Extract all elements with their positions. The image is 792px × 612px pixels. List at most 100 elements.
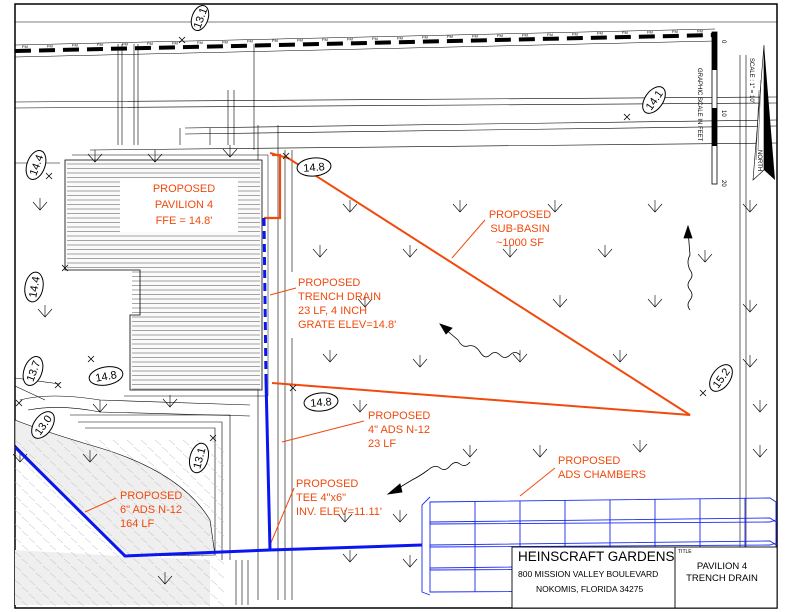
- tee-label-3: INV. ELEV=11.11': [296, 506, 382, 518]
- force-main-tag: FM: [22, 44, 28, 49]
- force-main-tag: FM: [347, 36, 353, 41]
- ads6-label-1: PROPOSED: [120, 490, 182, 502]
- force-main-tag: FM: [472, 34, 478, 39]
- drainage-arrow: [392, 510, 408, 523]
- ads6-label-3: 164 LF: [120, 518, 155, 530]
- force-main-tag: FM: [697, 28, 703, 33]
- force-main-tag: FM: [397, 35, 403, 40]
- graphic-scale-label: GRAPHIC SCALE IN FEET: [696, 68, 702, 142]
- ads4-label-3: 23 LF: [368, 438, 396, 450]
- force-main-tag: FM: [47, 43, 53, 48]
- drainage-arrow: [532, 445, 548, 458]
- sheet-title-2: TRENCH DRAIN: [686, 573, 758, 584]
- force-main-line: [14, 28, 716, 58]
- drainage-arrow: [337, 510, 353, 523]
- chambers-label-2: ADS CHAMBERS: [558, 469, 646, 481]
- elev-14-8-mid: 14.8: [310, 396, 332, 410]
- pipe-4in: [264, 379, 272, 551]
- ads4-label-2: 4" ADS N-12: [368, 424, 430, 436]
- site-linework: [14, 44, 778, 605]
- title-tag: TITLE: [678, 549, 692, 555]
- scale-tick-0: 0: [720, 40, 726, 44]
- drainage-arrow: [512, 350, 528, 363]
- drainage-arrow: [647, 295, 663, 308]
- trench-label-3: 23 LF, 4 INCH: [298, 305, 367, 317]
- project-address-2: NOKOMIS, FLORIDA 34275: [536, 584, 644, 594]
- drainage-arrow: [547, 200, 563, 213]
- title-block: HEINSCRAFT GARDENS 800 MISSION VALLEY BO…: [511, 546, 778, 609]
- force-main-tag: FM: [522, 32, 528, 37]
- drainage-arrow: [402, 555, 418, 568]
- flow-arrows: [386, 224, 693, 495]
- drainage-arrow: [752, 445, 768, 458]
- drainage-arrow: [37, 305, 53, 318]
- trench-label-1: PROPOSED: [298, 277, 360, 289]
- paver-area: [14, 419, 225, 607]
- sub-basin-label-2: SUB-BASIN: [490, 223, 549, 235]
- force-main-tag: FM: [247, 39, 253, 44]
- force-main-tag: FM: [597, 31, 603, 36]
- force-main-tag: FM: [622, 30, 628, 35]
- drainage-arrow: [502, 245, 518, 258]
- spot-marks: [15, 36, 707, 442]
- drainage-arrow: [402, 245, 418, 258]
- project-address-1: 800 MISSION VALLEY BOULEVARD: [518, 569, 658, 579]
- drainage-arrow: [632, 440, 648, 453]
- scale-tick-20: 20: [720, 180, 726, 187]
- tee-label-2: TEE 4"x6": [296, 492, 346, 504]
- force-main-tag: FM: [572, 31, 578, 36]
- force-main-tag: FM: [547, 32, 553, 37]
- drainage-arrow: [92, 400, 108, 413]
- drainage-arrow: [552, 295, 568, 308]
- elev-14-8-left: 14.8: [95, 369, 118, 385]
- tee-label-1: PROPOSED: [296, 478, 358, 490]
- force-main-tag: FM: [672, 29, 678, 34]
- force-main-tag: FM: [172, 40, 178, 45]
- drainage-arrow: [742, 355, 758, 368]
- trench-label-4: GRATE ELEV=14.8': [298, 319, 396, 331]
- drainage-arrow: [597, 245, 613, 258]
- ads4-label-1: PROPOSED: [368, 410, 430, 422]
- north-arrow: NORTH: [752, 44, 775, 181]
- force-main-tag: FM: [422, 35, 428, 40]
- spot-elevation-labels: 13.1 14.1 14.8 14.4 14.4 13.7 14.8 14.8 …: [22, 4, 733, 474]
- elev-14-8-corner: 14.8: [303, 161, 325, 175]
- drainage-arrow: [412, 355, 428, 368]
- drainage-arrow: [82, 450, 98, 463]
- force-main-tag: FM: [147, 41, 153, 46]
- trench-drain-orange-stub: [264, 153, 282, 220]
- force-main-tag: FM: [497, 33, 503, 38]
- drainage-arrow: [312, 245, 328, 258]
- force-main-tag: FM: [72, 43, 78, 48]
- sub-basin-label-3: ~1000 SF: [496, 237, 544, 249]
- drain-pipes: [13, 153, 423, 558]
- sub-basin-label-1: PROPOSED: [489, 209, 551, 221]
- annotation-leaders: [84, 219, 556, 546]
- drainage-arrow: [357, 295, 373, 308]
- force-main-tag: FM: [197, 40, 203, 45]
- force-main-tags: FM FM FM FM FM FM FM FM FM FM FM FM FM FM FM FM FM FM FM FM…: [22, 28, 703, 48]
- pavilion-label-1: PROPOSED: [153, 183, 215, 195]
- drainage-arrow: [222, 145, 238, 158]
- sheet-border: [14, 3, 778, 609]
- drainage-arrow: [87, 150, 103, 163]
- drainage-arrows: [12, 145, 768, 585]
- force-main-tag: FM: [272, 38, 278, 43]
- elev-14-4-lower: 14.4: [27, 276, 43, 299]
- drainage-arrow: [462, 445, 478, 458]
- force-main-tag: FM: [447, 34, 453, 39]
- force-main-tag: FM: [222, 39, 228, 44]
- chambers-label-1: PROPOSED: [558, 455, 620, 467]
- force-main-tag: FM: [372, 36, 378, 41]
- trench-label-2: TRENCH DRAIN: [298, 291, 381, 303]
- force-main-tag: FM: [297, 38, 303, 43]
- north-label: NORTH: [756, 150, 762, 171]
- force-main-tag: FM: [122, 42, 128, 47]
- pavilion-label-3: FFE = 14.8': [156, 215, 213, 227]
